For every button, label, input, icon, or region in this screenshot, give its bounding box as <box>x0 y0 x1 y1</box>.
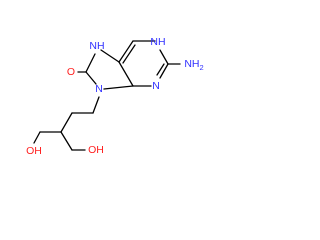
atom-label-hydroxyl-right: OH <box>88 144 104 156</box>
bond-ch-ch2right <box>60 131 73 151</box>
atom-label-n3: N <box>152 80 160 92</box>
bond-c5-c6-inner <box>122 44 136 64</box>
bond-layer <box>33 40 181 151</box>
bond-n9-ch2a <box>92 96 100 114</box>
bond-c5-n7 <box>100 49 120 63</box>
bond-ch2b-ch <box>60 112 73 133</box>
atom-label-carbonyl-o: O <box>67 66 75 78</box>
bond-n7-c8 <box>85 53 96 73</box>
atom-label-n9: N <box>95 83 103 95</box>
bond-c8-n9 <box>85 71 97 85</box>
bond-n1-c2 <box>159 49 169 65</box>
bond-ch2left-oh <box>33 131 41 144</box>
atom-layer: NH NH N N NH2 O OH OH <box>26 36 204 157</box>
atom-label-n1h: NH <box>150 36 165 48</box>
bond-n9-c4 <box>103 85 134 90</box>
atom-label-hydroxyl-left: OH <box>26 145 42 157</box>
molecule-structure-diagram: NH NH N N NH2 O OH OH <box>26 36 204 157</box>
bond-c2-n3-inner <box>156 63 165 76</box>
atom-label-amine: NH2 <box>184 58 203 72</box>
bond-c5-c6 <box>118 40 134 63</box>
atom-label-n7h: NH <box>89 40 104 52</box>
bond-c4-c5 <box>118 61 134 87</box>
bond-c2-n3 <box>159 63 169 79</box>
